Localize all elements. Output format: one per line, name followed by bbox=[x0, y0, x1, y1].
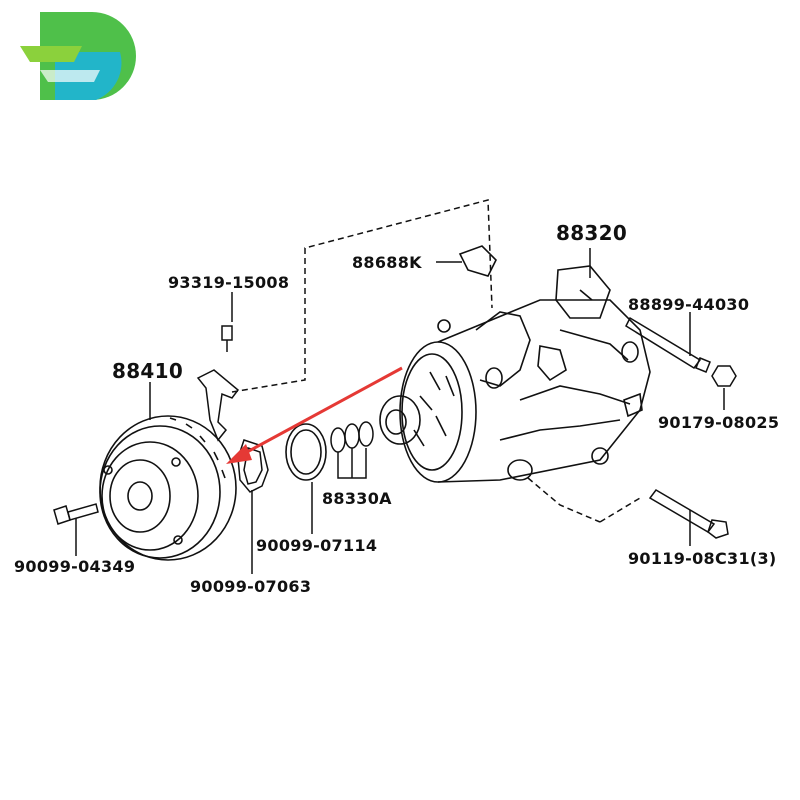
part-label-90119: 90119-08C31(3) bbox=[628, 549, 777, 568]
nut-90179 bbox=[711, 365, 737, 387]
red-arrow bbox=[226, 366, 403, 464]
snap-ring bbox=[285, 423, 327, 481]
part-label-88320: 88320 bbox=[556, 221, 627, 245]
shims bbox=[330, 421, 374, 453]
sensor-connector bbox=[196, 325, 240, 442]
clutch-pulley bbox=[99, 415, 237, 561]
part-label-90099-04349: 90099-04349 bbox=[14, 557, 135, 576]
brand-logo bbox=[20, 12, 136, 100]
part-label-90099-07114: 90099-07114 bbox=[256, 536, 377, 555]
part-label-93319: 93319-15008 bbox=[168, 273, 289, 292]
part-label-90179: 90179-08025 bbox=[658, 413, 779, 432]
part-label-88899: 88899-44030 bbox=[628, 295, 749, 314]
part-label-90099-07063: 90099-07063 bbox=[190, 577, 311, 596]
part-label-88688k: 88688K bbox=[352, 253, 422, 272]
dashed-connector bbox=[231, 199, 641, 523]
part-label-88330a: 88330A bbox=[322, 489, 392, 508]
leader-lines bbox=[75, 248, 725, 574]
bolt-90119 bbox=[648, 489, 729, 539]
part-label-88410: 88410 bbox=[112, 359, 183, 383]
bolt-90099-04349 bbox=[53, 503, 99, 525]
bolt-88899 bbox=[625, 316, 711, 373]
compressor bbox=[379, 245, 651, 483]
